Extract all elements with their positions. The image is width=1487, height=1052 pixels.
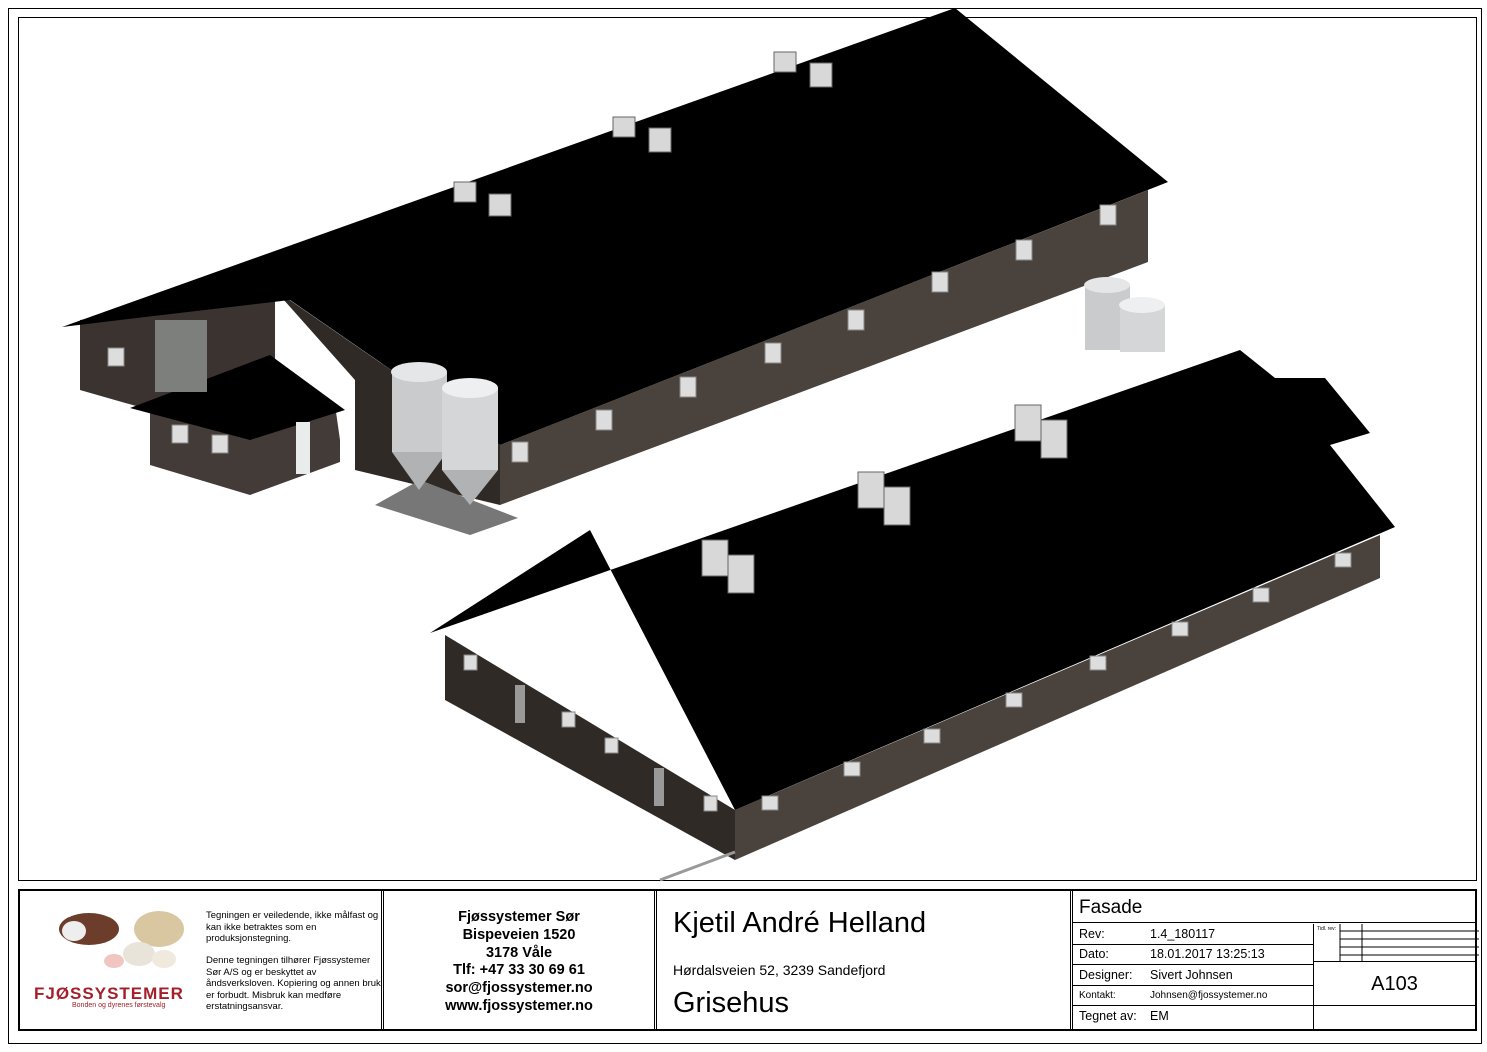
- logo-cell: FJØSSYSTEMER Bonden og dyrenes førsteval…: [20, 891, 384, 1029]
- drawn-by-value: EM: [1150, 1009, 1169, 1024]
- silos: [391, 277, 1165, 505]
- drawing-frame: [18, 17, 1477, 881]
- designer-label: Designer:: [1079, 967, 1133, 982]
- company-address: Fjøssystemer Sør Bispeveien 1520 3178 Vå…: [384, 891, 657, 1029]
- previous-revisions: Tidl. rev:: [1314, 924, 1479, 962]
- barn-building-1: [62, 8, 1168, 535]
- client-cell: Kjetil André Helland Hørdalsveien 52, 32…: [657, 891, 1073, 1029]
- date-value: 18.01.2017 13:25:13: [1150, 947, 1265, 962]
- contact-label: Kontakt:: [1079, 989, 1116, 1001]
- sheet-number: A103: [1314, 962, 1475, 1006]
- logo-tagline: Bonden og dyrenes førstevalg: [72, 1002, 166, 1009]
- sheet-title: Fasade: [1073, 891, 1475, 923]
- client-address: Hørdalsveien 52, 3239 Sandefjord: [673, 962, 886, 978]
- company-postal: 3178 Våle: [485, 944, 553, 961]
- company-street: Bispeveien 1520: [462, 926, 576, 943]
- contact-value: Johnsen@fjossystemer.no: [1150, 989, 1268, 1001]
- prev-rev-label: Tidl. rev:: [1317, 926, 1336, 932]
- sheet-border: [8, 8, 1482, 1044]
- designer-value: Sivert Johnsen: [1150, 967, 1233, 982]
- company-email: sor@fjossystemer.no: [445, 980, 593, 997]
- rev-value: 1.4_180117: [1150, 926, 1216, 941]
- sheet-info-cell: Fasade Rev: 1.4_180117 Dato: 18.01.2017 13…: [1073, 891, 1479, 1029]
- title-block: FJØSSYSTEMER Bonden og dyrenes førsteval…: [18, 889, 1479, 1031]
- door: [296, 422, 310, 474]
- building-3d-view: [62, 8, 1395, 882]
- copyright-note: Denne tegningen tilhører Fjøssystemer Sø…: [206, 955, 381, 1012]
- company-phone: Tlf: +47 33 30 69 61: [453, 962, 585, 979]
- company-name: Fjøssystemer Sør: [458, 909, 580, 925]
- drawn-by-label: Tegnet av:: [1079, 1009, 1137, 1024]
- silo-platform: [375, 480, 518, 535]
- client-name: Kjetil André Helland: [673, 907, 927, 939]
- barn-building-2: [430, 350, 1395, 882]
- project-name: Grisehus: [673, 987, 790, 1019]
- date-label: Dato:: [1079, 947, 1109, 962]
- animals-logo-image: [59, 911, 184, 968]
- roof-vents: [453, 51, 833, 217]
- windows: [511, 204, 1117, 463]
- disclaimer-note: Tegningen er veiledende, ikke målfast og…: [206, 910, 379, 944]
- rev-label: Rev:: [1079, 926, 1105, 941]
- company-logo: FJØSSYSTEMER: [34, 984, 184, 1003]
- company-website: www.fjossystemer.no: [445, 997, 593, 1014]
- garage-door: [155, 320, 207, 392]
